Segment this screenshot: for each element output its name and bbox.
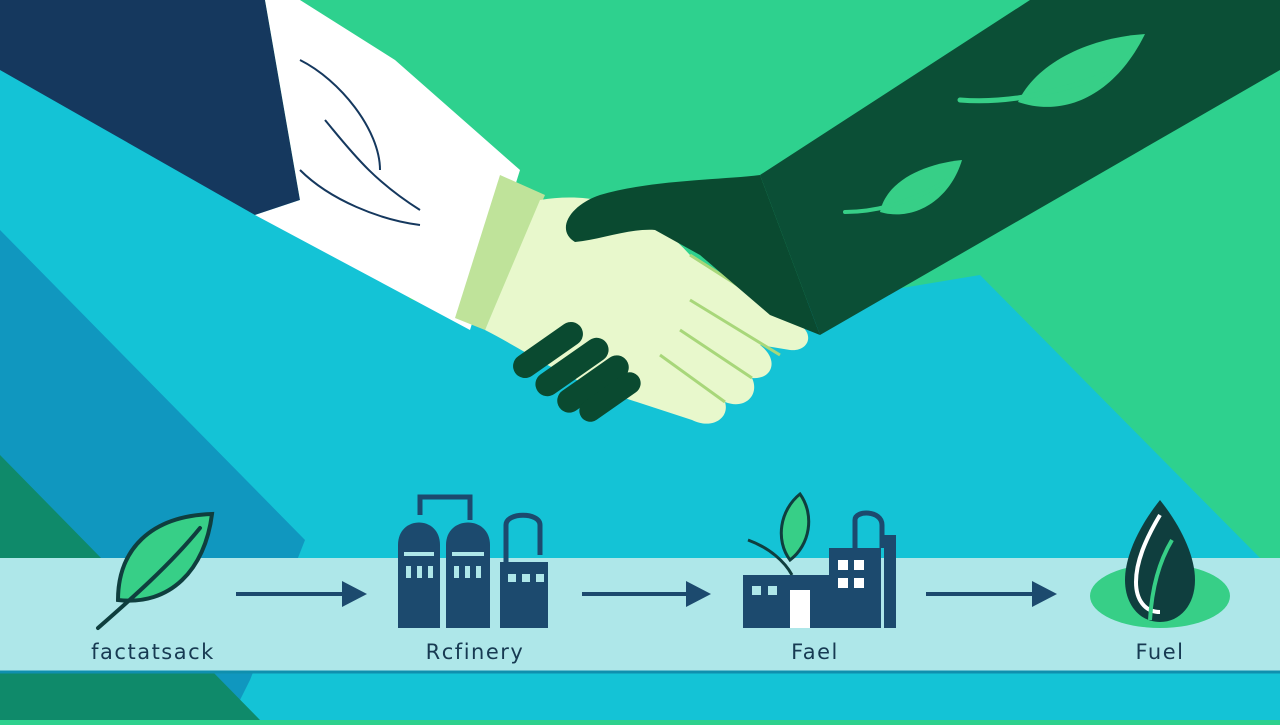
dark-green-sleeve	[760, 0, 1280, 335]
sleeve-leaf-icon	[1018, 34, 1145, 107]
dark-finger-3	[557, 355, 629, 413]
cuff-band	[455, 175, 545, 330]
fuel-drop-icon	[1090, 500, 1230, 628]
sleeve-leaf-stem	[957, 69, 1115, 104]
factory-leaf-icon	[743, 491, 896, 628]
sleeve-folds	[299, 59, 421, 226]
sleeve-leaf-small-stem	[843, 178, 950, 214]
process-band	[0, 558, 1280, 672]
step-label-feedstock: factatsack	[91, 640, 215, 664]
step-label-fuel: Fuel	[1135, 640, 1185, 664]
dark-hand	[565, 175, 820, 335]
arrow-right-icon-1	[236, 581, 367, 607]
feedstock-leaf-icon	[115, 511, 215, 603]
dark-finger-2	[535, 337, 609, 397]
arrow-right-icon-2	[582, 581, 711, 607]
white-sleeve	[255, 0, 520, 330]
arrow-right-icon-3	[926, 581, 1057, 607]
dark-finger-4	[579, 372, 641, 422]
step-label-refinery: Rcfinery	[425, 640, 525, 664]
refinery-icon	[398, 494, 548, 628]
step-label-plant: Fael	[791, 640, 839, 664]
navy-sleeve	[0, 0, 300, 215]
feedstock-leaf-stem	[96, 526, 202, 630]
dark-finger-1	[513, 321, 583, 379]
